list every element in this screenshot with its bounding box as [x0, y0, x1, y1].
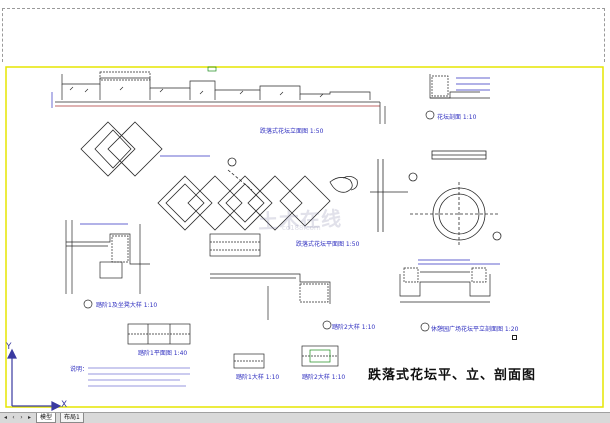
detail-3-label: 踏阶1及坐凳大样 1:10: [96, 302, 158, 309]
tab-prev-icon[interactable]: ‹: [12, 414, 15, 421]
small-detail-1-label: 踏阶1大样 1:10: [236, 374, 280, 381]
sheet-frame: [5, 66, 604, 408]
circle-planter: [408, 150, 502, 246]
paper-dashed-border: [2, 8, 605, 62]
detail-4-label: 休憩园广场花坛平立剖面图 1:20: [431, 326, 519, 333]
watermark-sub: co188.com: [282, 224, 321, 232]
elevation-view: [51, 66, 386, 124]
plan-title: 跌落式花坛平面图 1:50: [296, 241, 360, 248]
layout-tab-bar: ◂ ‹ › ▸ 模型 布局1: [0, 412, 610, 423]
detail-4-section: [399, 259, 500, 332]
small-plan: [127, 323, 191, 345]
paper-top-area: [0, 0, 610, 64]
crosshair-cursor: [512, 335, 517, 340]
drawing-canvas[interactable]: 跌落式花坛立面图 1:50 跌落式花坛平面图 1:50 花坛剖面 1:10 踏阶…: [0, 64, 610, 412]
detail-1-label: 花坛剖面 1:10: [437, 114, 477, 121]
ucs-icon: [7, 348, 62, 411]
notes-heading: 说明：: [70, 366, 89, 373]
small-plan-label: 踏阶1平面图 1:40: [138, 350, 188, 357]
detail-1-section: [425, 74, 490, 120]
tab-last-icon[interactable]: ▸: [27, 414, 31, 421]
ucs-y-label: Y: [6, 342, 12, 352]
elevation-title: 跌落式花坛立面图 1:50: [260, 128, 324, 135]
step-section: [209, 233, 332, 330]
cad-drawing: [5, 66, 604, 411]
plan-view: [80, 121, 408, 232]
tab-layout1[interactable]: 布局1: [60, 413, 84, 423]
small-details: [233, 345, 339, 369]
ucs-x-label: X: [61, 400, 68, 410]
tab-next-icon[interactable]: ›: [20, 414, 23, 421]
detail-5-label: 踏阶2大样 1:10: [332, 324, 376, 331]
notes-lines: [88, 367, 190, 387]
tab-first-icon[interactable]: ◂: [3, 414, 7, 421]
small-detail-2-label: 踏阶2大样 1:10: [302, 374, 346, 381]
detail-3-section: [65, 220, 150, 309]
tab-model[interactable]: 模型: [36, 413, 57, 423]
sheet-title: 跌落式花坛平、立、剖面图: [368, 368, 537, 383]
